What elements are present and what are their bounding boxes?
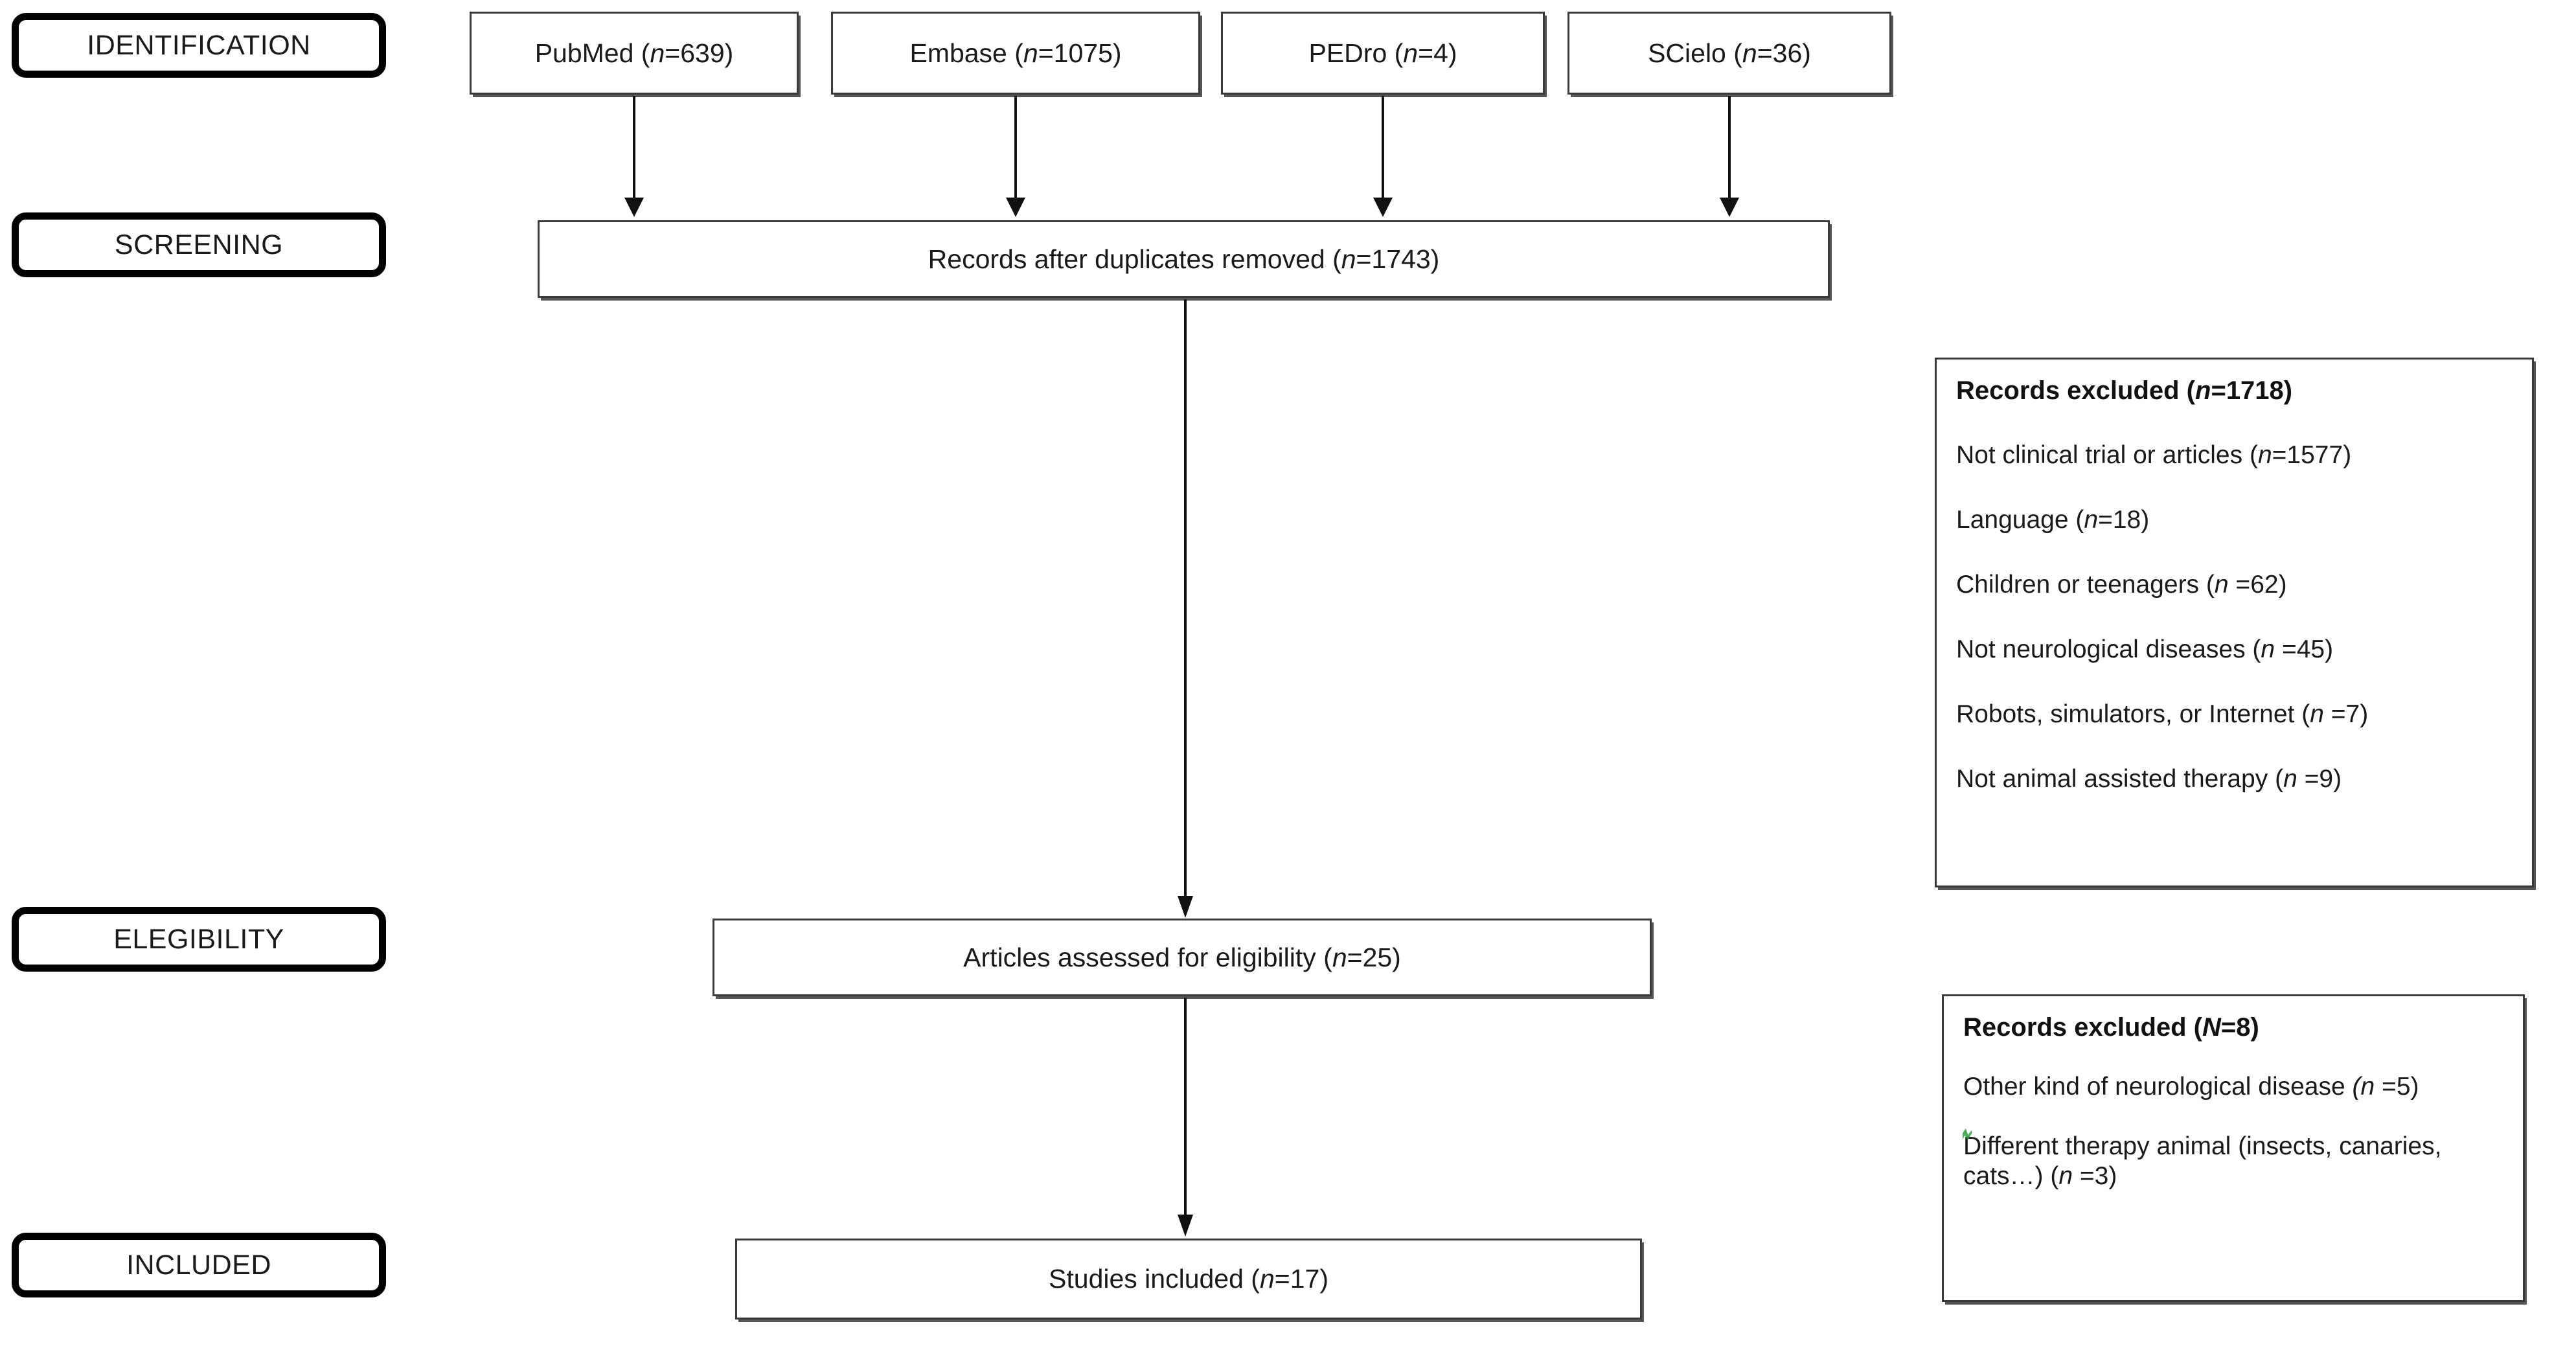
stage-label-elegibility: ELEGIBILITY	[12, 907, 386, 972]
exclusion-item: Robots, simulators, or Internet (n =7)	[1956, 700, 2369, 728]
stage-label-identification: IDENTIFICATION	[12, 13, 386, 78]
stage-label-included: INCLUDED	[12, 1233, 386, 1297]
box-records-after-duplicates-removed: Records after duplicates removed (n=1743…	[538, 220, 1830, 298]
stage-label-elegibility-text: ELEGIBILITY	[113, 923, 284, 955]
exclusion-panel-eligibility: Records excluded (N=8) Other kind of neu…	[1942, 994, 2525, 1302]
stage-label-screening-text: SCREENING	[114, 229, 284, 260]
source-label-scielo: SCielo (n=36)	[1648, 38, 1811, 68]
connector-pedro-to-duplicates	[1382, 96, 1384, 209]
source-box-scielo: SCielo (n=36)	[1567, 12, 1891, 95]
box-studies-included: Studies included (n=17)	[735, 1239, 1642, 1319]
arrowhead-pubmed	[624, 198, 644, 217]
arrowhead-scielo	[1720, 198, 1739, 217]
exclusion-item: Not neurological diseases (n =45)	[1956, 635, 2334, 663]
records-after-duplicates-label: Records after duplicates removed (n=1743…	[928, 244, 1440, 274]
exclusion-panel-eligibility-title: Records excluded (N=8)	[1963, 1013, 2259, 1042]
exclusion-item: Not clinical trial or articles (n=1577)	[1956, 440, 2352, 469]
connector-scielo-to-duplicates	[1728, 96, 1731, 209]
arrowhead-to-included	[1178, 1215, 1193, 1237]
connector-embase-to-duplicates	[1014, 96, 1017, 209]
source-label-embase: Embase (n=1075)	[909, 38, 1122, 68]
stage-label-screening: SCREENING	[12, 212, 386, 277]
arrowhead-embase	[1006, 198, 1025, 217]
stage-label-included-text: INCLUDED	[126, 1249, 271, 1281]
studies-included-label: Studies included (n=17)	[1049, 1264, 1328, 1294]
exclusion-item: Not animal assisted therapy (n =9)	[1956, 764, 2342, 793]
source-label-pedro: PEDro (n=4)	[1308, 38, 1457, 68]
connector-duplicates-to-eligibility	[1184, 299, 1187, 898]
box-articles-assessed-for-eligibility: Articles assessed for eligibility (n=25)	[712, 919, 1652, 996]
exclusion-item: Other kind of neurological disease (n =5…	[1963, 1072, 2419, 1101]
stage-label-identification-text: IDENTIFICATION	[87, 29, 311, 61]
arrowhead-pedro	[1373, 198, 1393, 217]
exclusion-item: Different therapy animal (insects, canar…	[1963, 1132, 2442, 1190]
exclusion-panel-screening: Records excluded (n=1718) Not clinical t…	[1935, 358, 2534, 887]
exclusion-item: Language (n=18)	[1956, 505, 2150, 534]
exclusion-item: Children or teenagers (n =62)	[1956, 570, 2287, 599]
source-label-pubmed: PubMed (n=639)	[534, 38, 734, 68]
arrowhead-to-eligibility	[1178, 896, 1193, 918]
connector-pubmed-to-duplicates	[633, 96, 635, 209]
connector-eligibility-to-included	[1184, 998, 1187, 1218]
exclusion-panel-screening-title: Records excluded (n=1718)	[1956, 376, 2293, 405]
source-box-pedro: PEDro (n=4)	[1221, 12, 1545, 95]
articles-assessed-label: Articles assessed for eligibility (n=25)	[963, 942, 1401, 972]
source-box-pubmed: PubMed (n=639)	[470, 12, 799, 95]
source-box-embase: Embase (n=1075)	[831, 12, 1200, 95]
